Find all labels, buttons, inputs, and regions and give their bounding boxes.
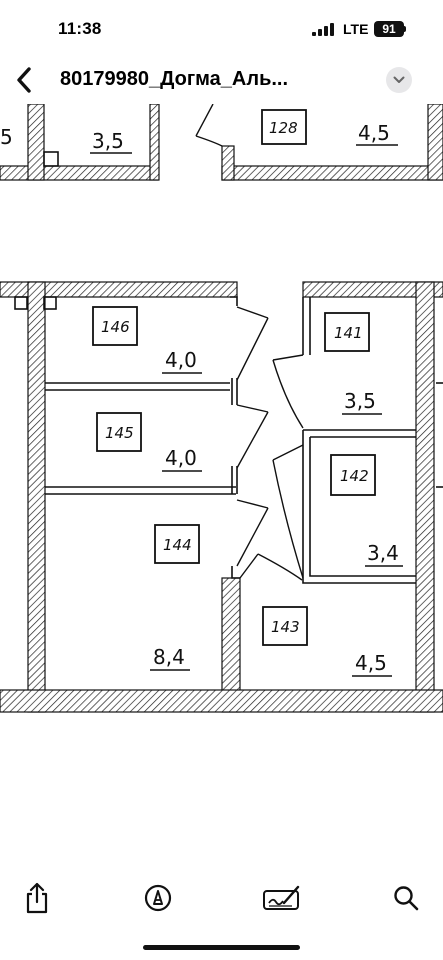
share-button[interactable] — [17, 878, 57, 918]
room-area-label: 4,0 — [165, 446, 197, 470]
room-number-label: 145 — [105, 424, 134, 442]
room-area-label: 5 — [0, 125, 13, 149]
network-type: LTE — [343, 21, 369, 37]
room-area-label: 3,4 — [367, 541, 399, 565]
signature-button[interactable] — [262, 878, 302, 918]
room-area-label: 4,5 — [355, 651, 387, 675]
search-icon — [394, 886, 419, 911]
room-area-label: 3,5 — [92, 129, 124, 153]
title-menu-button[interactable] — [386, 67, 412, 93]
floor-plan-drawing[interactable]: 5 3,5 128 4,5 146 4,0 145 4,0 144 8,4 14… — [0, 104, 443, 864]
cellular-signal-icon — [312, 23, 334, 36]
room-area-label: 4,0 — [165, 348, 197, 372]
room-number-label: 128 — [269, 119, 298, 137]
chevron-left-icon — [17, 67, 31, 93]
signature-icon — [263, 885, 300, 910]
bottom-toolbar — [0, 864, 443, 960]
room-area-label: 4,5 — [358, 121, 390, 145]
status-bar: 11:38 LTE 91 — [0, 0, 443, 56]
room-number-label: 143 — [271, 618, 300, 636]
navigation-bar: 80179980_Догма_Аль... — [0, 56, 443, 104]
room-number-label: 141 — [334, 324, 363, 342]
home-indicator[interactable] — [143, 945, 300, 950]
room-area-label: 8,4 — [153, 645, 185, 669]
battery-icon — [404, 26, 406, 32]
room-number-label: 144 — [163, 536, 192, 554]
search-button[interactable] — [386, 878, 426, 918]
chevron-down-icon — [393, 76, 405, 83]
back-button[interactable] — [6, 62, 42, 98]
room-number-label: 146 — [101, 318, 130, 336]
document-title: 80179980_Догма_Аль... — [60, 68, 289, 90]
battery-level: 91 — [374, 21, 404, 37]
markup-button[interactable] — [138, 878, 178, 918]
share-icon — [26, 882, 48, 914]
markup-icon — [144, 884, 172, 912]
room-area-label: 3,5 — [344, 389, 376, 413]
room-number-label: 142 — [340, 467, 369, 485]
clock: 11:38 — [58, 19, 102, 38]
